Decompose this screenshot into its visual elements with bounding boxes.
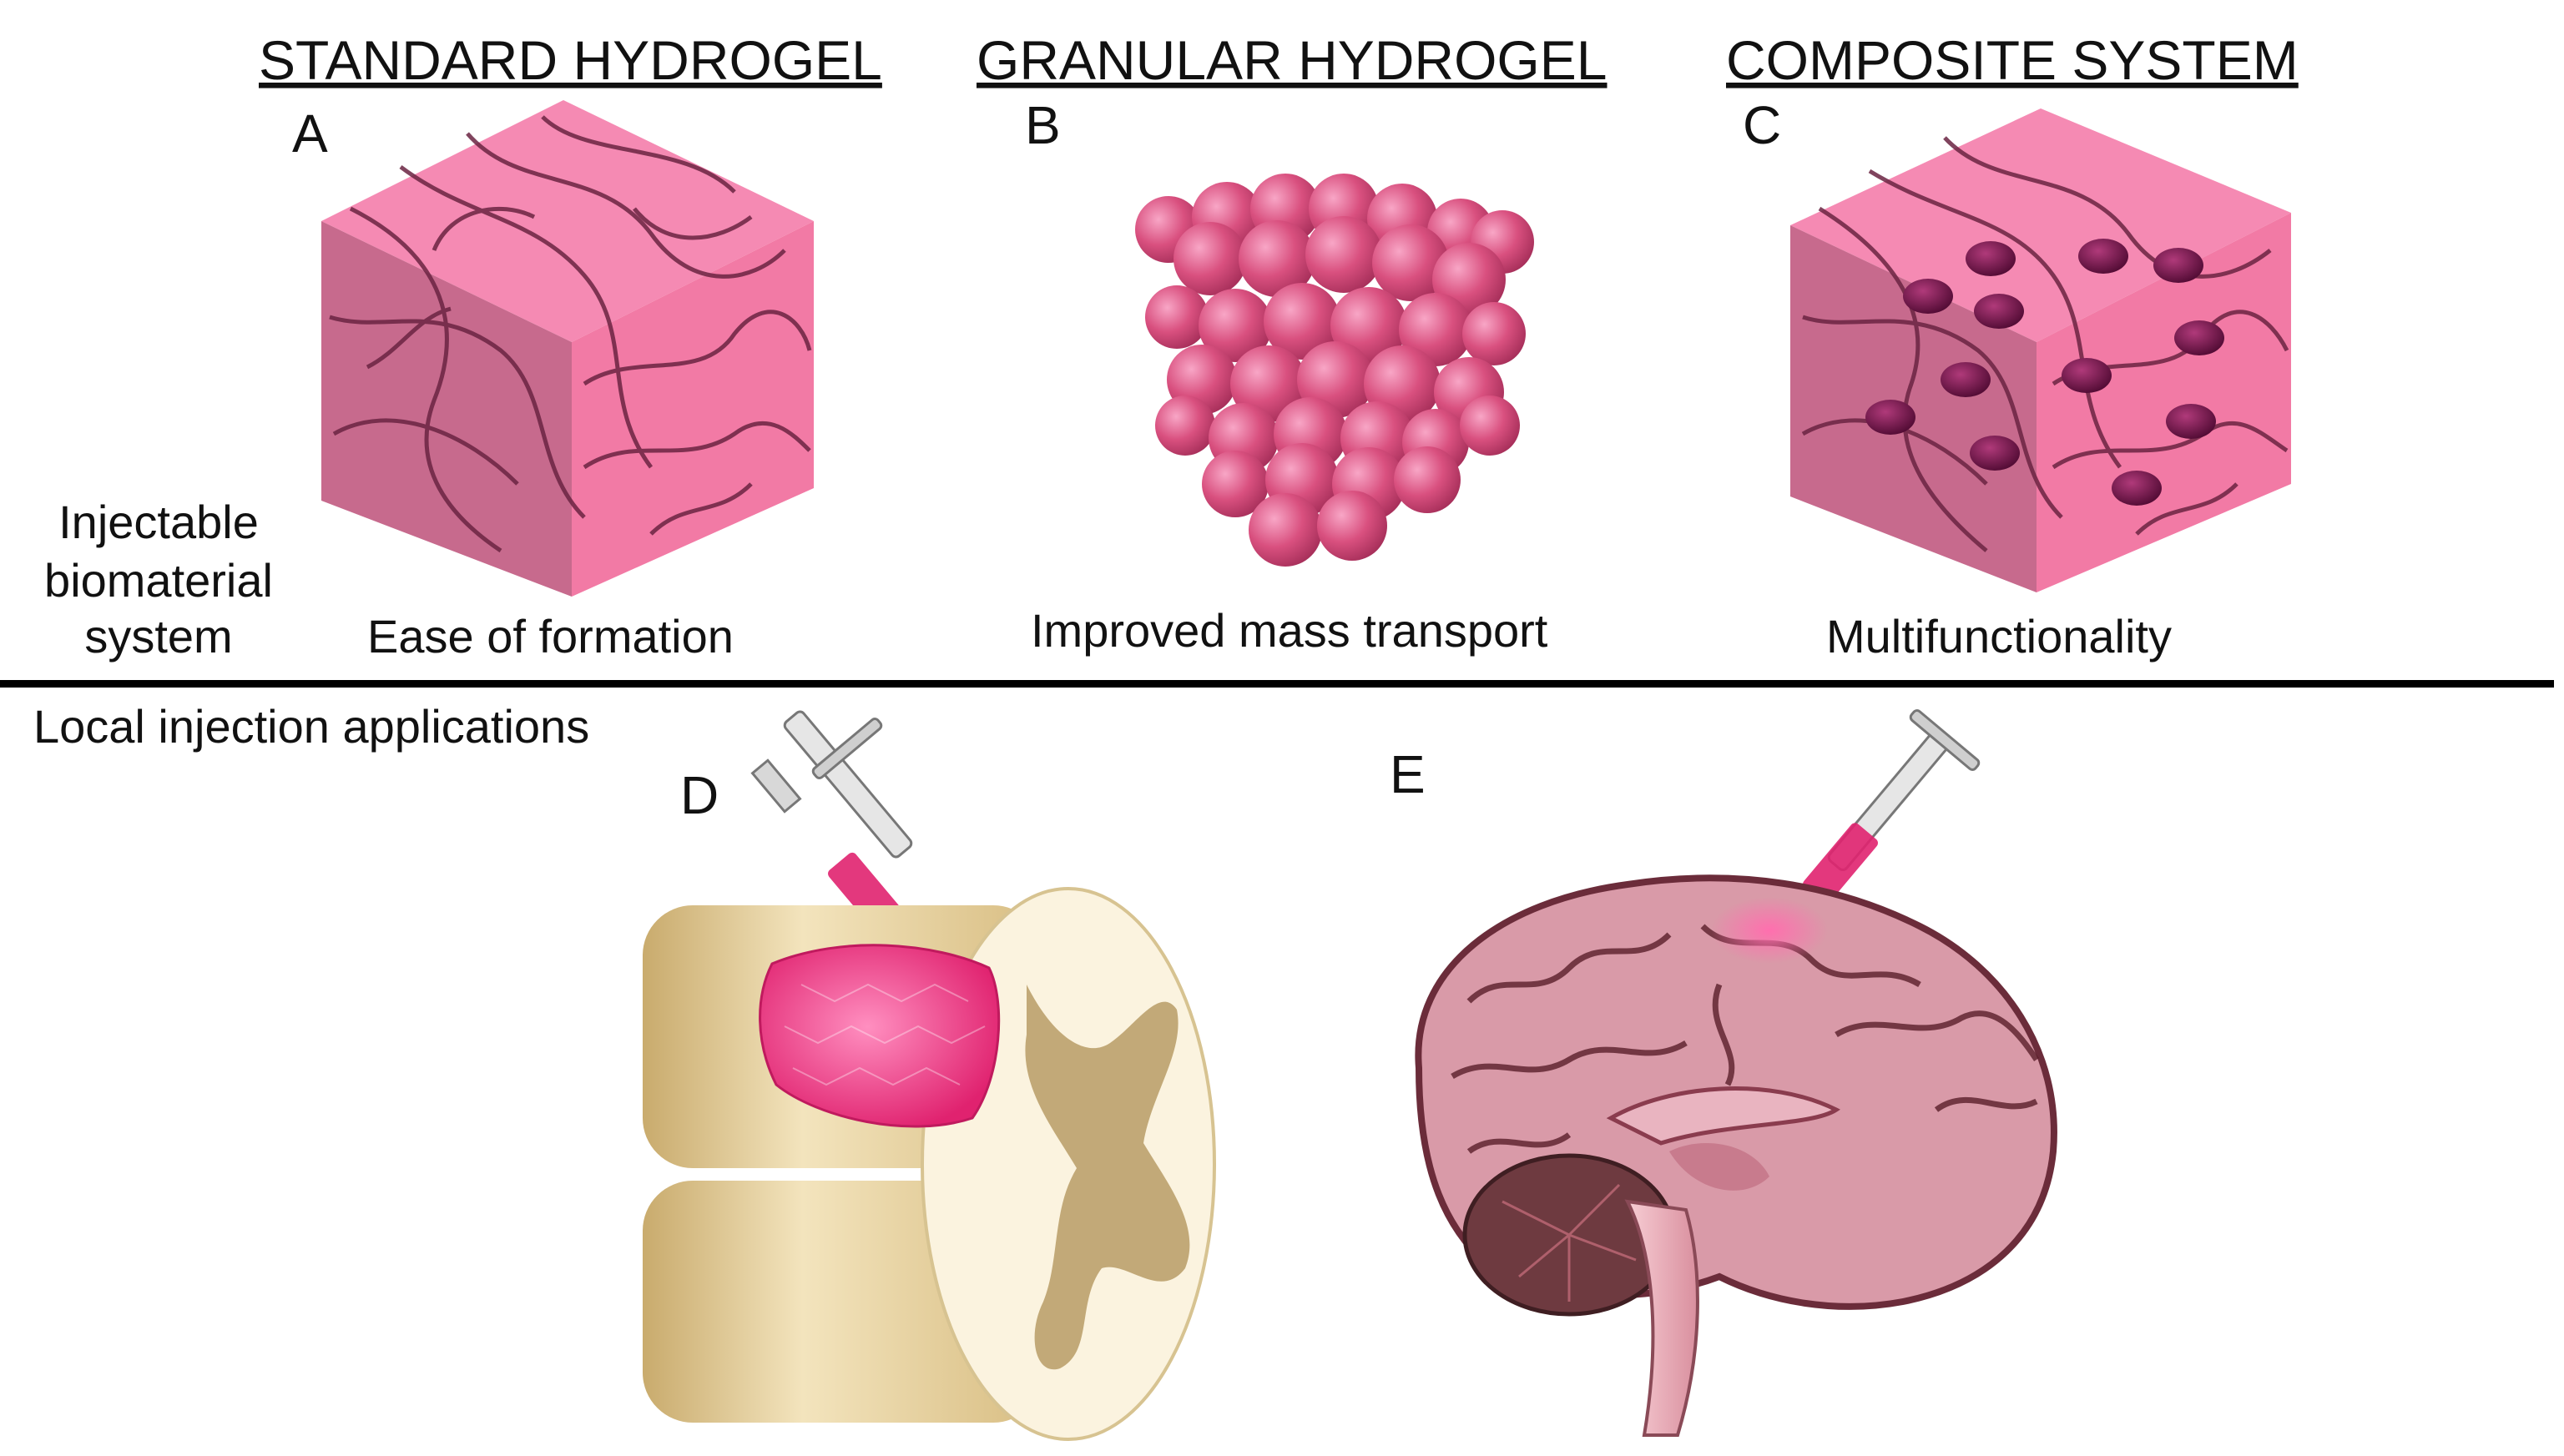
granular-hydrogel-particles [1135, 174, 1534, 567]
row-label-line-1: Injectable [58, 496, 259, 548]
polymer-fibers [329, 115, 812, 553]
panel-b-letter: B [1025, 95, 1061, 155]
panel-b-caption: Improved mass transport [1031, 604, 1548, 657]
panel-c-letter: C [1743, 95, 1781, 155]
row-label-line-2: biomaterial [44, 554, 273, 607]
panel-a-caption: Ease of formation [367, 610, 734, 663]
panel-e-letter: E [1390, 744, 1426, 804]
panel-b-title: GRANULAR HYDROGEL [977, 29, 1608, 91]
panel-d-letter: D [680, 765, 719, 825]
panel-c-title: COMPOSITE SYSTEM [1726, 29, 2299, 91]
row-label-applications: Local injection applications [33, 700, 589, 753]
panel-a-letter: A [292, 103, 328, 164]
embedded-particles [1865, 239, 2224, 506]
standard-hydrogel-cube [321, 100, 814, 597]
syringe-icon [1764, 709, 1981, 945]
composite-system-cube [1790, 108, 2291, 592]
spinal-cord-icon [643, 887, 1216, 1441]
row-label-line-3: system [84, 610, 232, 663]
brain-icon [1415, 874, 2057, 1437]
polymer-fibers [1801, 136, 2289, 552]
panel-c-caption: Multifunctionality [1826, 610, 2172, 663]
section-divider [0, 680, 2554, 688]
syringe-icon [750, 710, 945, 995]
panel-a-title: STANDARD HYDROGEL [259, 29, 882, 91]
